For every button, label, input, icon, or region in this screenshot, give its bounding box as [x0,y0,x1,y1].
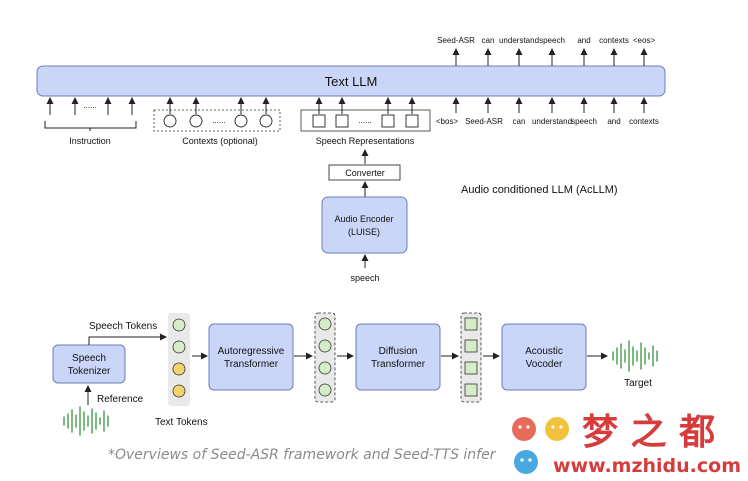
contexts-box [153,109,281,132]
instruction-brace [44,121,137,131]
input-token: contexts [629,117,659,126]
audio-encoder-label-line2: (LUISE) [348,227,380,237]
speech-repr-arrows [315,97,416,114]
contexts-arrows [166,97,270,114]
token-column [168,313,190,406]
converter-label: Converter [345,168,385,178]
watermark-logo [512,417,569,474]
reference-label: Reference [97,394,144,405]
watermark-url: www.mzhidu.com [553,455,741,477]
speech-repr-token [405,114,419,128]
instruction-arrows [46,97,136,115]
diffusion-transformer-line2: Transformer [371,359,426,370]
speech-token [172,318,186,332]
input-token: <bos> [436,117,459,126]
output-token: and [577,36,590,45]
converter-box [328,164,401,181]
context-token [163,114,177,128]
contexts-ellipsis: ...... [212,116,225,125]
audio-encoder-box [321,196,408,254]
input-token-arrows [452,97,648,113]
contexts-label: Contexts (optional) [182,136,258,146]
generated-speech-token [318,339,332,353]
latent-token [464,317,478,331]
reference-waveform [63,406,109,436]
acoustic-vocoder-line1: Acoustic [525,346,563,357]
generated-speech-token [318,383,332,397]
generated-token-column [314,312,336,403]
speech-repr-token [312,114,326,128]
figure-caption: *Overviews of Seed-ASR framework and See… [108,447,497,463]
instruction-ellipsis: ...... [83,101,96,110]
speech-repr-box [300,109,431,132]
output-token: <eos> [633,36,656,45]
generated-speech-token [318,361,332,375]
speech-repr-token [381,114,395,128]
context-token [234,114,248,128]
output-token: can [482,36,495,45]
target-label: Target [624,378,652,389]
output-token: speech [539,36,565,45]
text-token [172,362,186,376]
latent-token [464,361,478,375]
watermark-chinese: 梦 之 都 [582,412,715,453]
generated-speech-token [318,317,332,331]
diffusion-transformer-box [355,323,441,391]
output-token: understand [499,36,539,45]
input-token: Seed-ASR [465,117,503,126]
text-llm-box [36,65,666,97]
output-token: Seed-ASR [437,36,475,45]
ar-transformer-line1: Autoregressive [218,346,285,357]
acoustic-vocoder-line2: Vocoder [526,359,563,370]
speech-tokenizer-line1: Speech [72,353,106,364]
speech-tokens-label: Speech Tokens [89,321,157,332]
latent-token [464,339,478,353]
acoustic-vocoder-box [501,323,587,391]
ar-transformer-box [208,323,294,391]
ar-transformer-line2: Transformer [224,359,279,370]
input-token: and [607,117,620,126]
latent-column [460,312,482,403]
speech-token [172,340,186,354]
text-tokens-label: Text Tokens [155,417,208,428]
latent-token [464,383,478,397]
acllm-title: Audio conditioned LLM (AcLLM) [461,184,618,196]
speech-tokenizer-box [52,344,126,384]
target-waveform [612,340,658,372]
speech-repr-label: Speech Representations [316,136,415,146]
text-llm-label: Text LLM [325,74,378,89]
diffusion-transformer-line1: Diffusion [379,346,418,357]
text-token [172,384,186,398]
speech-input-label: speech [350,273,379,283]
input-token: understand [532,117,572,126]
context-token [189,114,203,128]
output-token: contexts [599,36,629,45]
output-token-arrows [452,48,648,66]
input-token: can [513,117,526,126]
audio-encoder-label-line1: Audio Encoder [334,214,393,224]
context-token [259,114,273,128]
speech-repr-ellipsis: ...... [358,116,371,125]
speech-tokenizer-line2: Tokenizer [68,366,111,377]
instruction-label: Instruction [69,136,111,146]
speech-repr-token [335,114,349,128]
input-token: speech [571,117,597,126]
